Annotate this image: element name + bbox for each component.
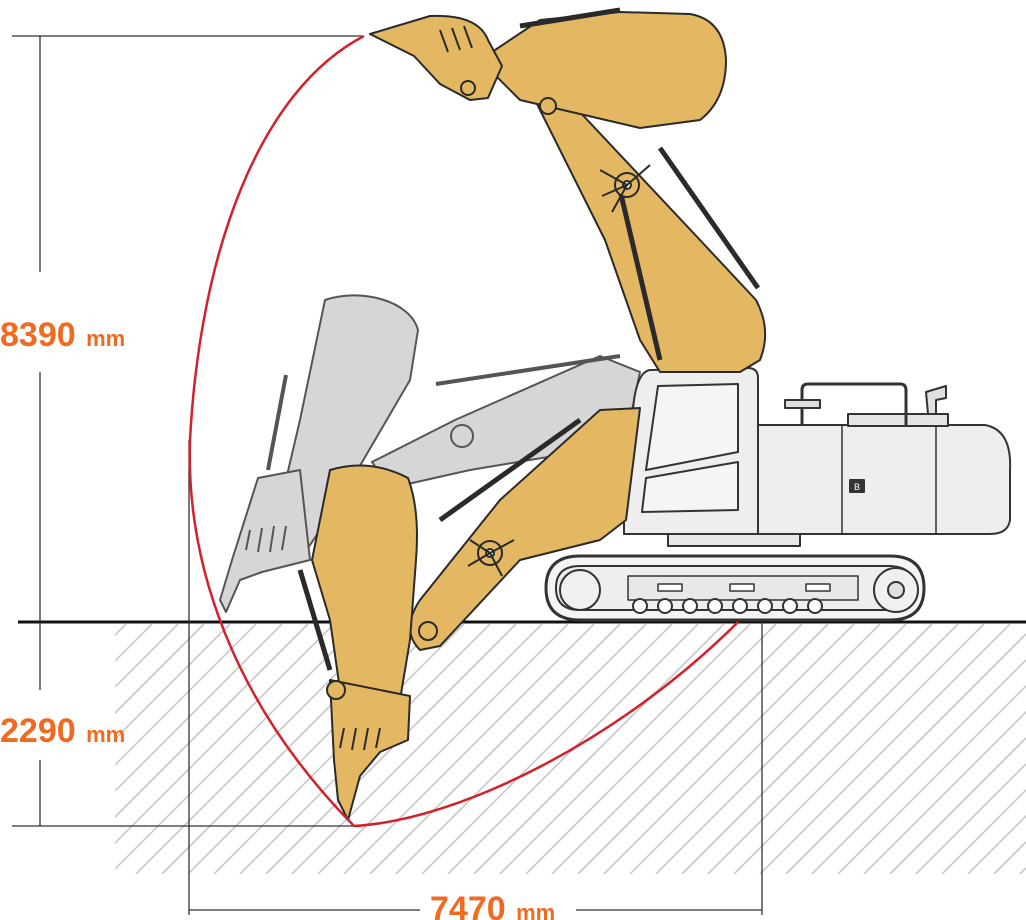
dimension-label-horizontal-reach: 7470 mm: [430, 890, 555, 920]
hatch-line: [499, 624, 751, 874]
yellow-arm-raised: [369, 7, 767, 373]
yellow-arm-digging-teeth: [339, 727, 381, 751]
dimension-unit: mm: [86, 326, 125, 351]
dimension-value: 2290: [0, 712, 76, 750]
stick: [311, 464, 418, 711]
hatch-line: [733, 624, 985, 874]
hatch-line: [115, 624, 231, 741]
boom: [534, 94, 767, 373]
dimension-lines: [12, 35, 763, 915]
hatch-line: [473, 624, 725, 874]
hatch-line: [317, 624, 569, 874]
hatch-line: [421, 624, 673, 874]
ghost-arm-mid-position: [219, 294, 641, 613]
hatch-line: [785, 632, 1026, 874]
bucket: [369, 14, 503, 101]
dimension-unit: mm: [516, 900, 555, 920]
hatch-line: [629, 624, 881, 874]
hatch-line: [915, 762, 1026, 874]
hatch-line: [577, 624, 829, 874]
dimension-label-max-depth: 2290 mm: [0, 712, 125, 750]
hatch-line: [551, 624, 803, 874]
cab-window-upper: [645, 383, 739, 471]
hatch-line: [525, 624, 777, 874]
swing-bearing: [667, 533, 801, 547]
work-envelope-curve: [188, 34, 739, 828]
hatch-line: [115, 624, 361, 871]
hatch-line: [265, 624, 517, 874]
dimension-value: 8390: [0, 316, 76, 354]
bucket: [329, 679, 411, 821]
hatch-line: [603, 624, 855, 874]
hatch-line: [863, 710, 1026, 874]
hatch-line: [681, 624, 933, 874]
dimension-value: 7470: [430, 890, 506, 920]
hatch-line: [343, 624, 595, 874]
hatch-line: [941, 788, 1026, 874]
hatch-line: [115, 624, 257, 767]
hatch-line: [889, 736, 1026, 874]
hatch-line: [707, 624, 959, 874]
handrail: [800, 382, 908, 425]
ground-hatch: [115, 624, 1026, 874]
hatch-line: [115, 624, 179, 689]
excavator-body: B: [544, 367, 1012, 622]
hatch-line: [395, 624, 647, 874]
cab-window-lower: [641, 461, 739, 513]
hatch-line: [967, 814, 1026, 874]
hatch-line: [759, 624, 1011, 874]
engine-housing: [755, 424, 1012, 535]
yellow-arm-digging: [297, 407, 641, 821]
hatch-line: [115, 624, 335, 845]
track-rollers: [632, 598, 823, 614]
stick: [479, 11, 727, 129]
hatch-line: [291, 624, 543, 874]
dimension-label-max-height: 8390 mm: [0, 316, 125, 354]
hub-spokes-digging: [467, 539, 515, 577]
machine-badge: [849, 479, 865, 493]
dimension-unit: mm: [86, 722, 125, 747]
hatch-line: [115, 624, 205, 715]
yellow-arm-raised-teeth: [439, 25, 473, 53]
ghost-arm-teeth: [245, 525, 287, 553]
exhaust-stack: [925, 385, 947, 415]
hatch-line: [115, 624, 309, 819]
idler-wheel: [559, 569, 601, 611]
hub-spokes-raised: [599, 164, 651, 213]
hatch-line: [369, 624, 621, 874]
hatch-line: [811, 658, 1026, 874]
hatch-line: [837, 684, 1026, 874]
machine-badge-text: B: [854, 482, 860, 492]
hatch-line: [655, 624, 907, 874]
